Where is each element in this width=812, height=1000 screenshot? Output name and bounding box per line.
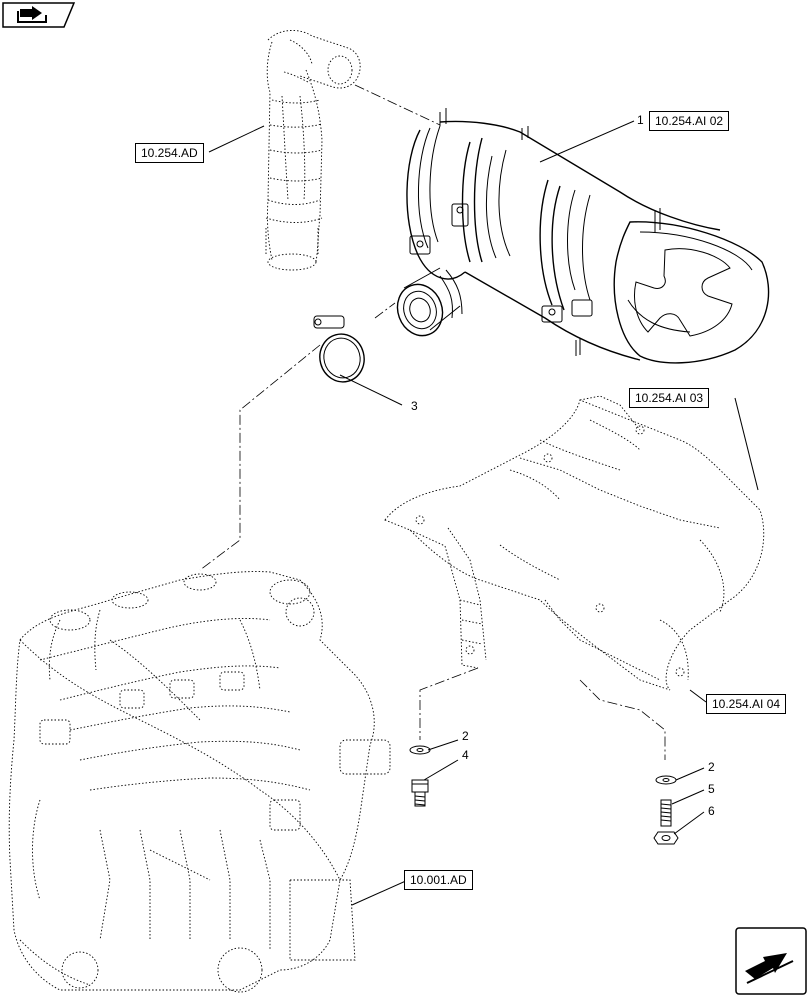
callout-2-right: 2: [708, 760, 715, 774]
engine-block: [8, 571, 391, 993]
washer-left: [409, 745, 431, 755]
callout-2-left: 2: [462, 729, 469, 743]
book-arrow-icon[interactable]: [2, 2, 76, 28]
callout-4: 4: [462, 748, 469, 762]
stud-right: [660, 799, 672, 827]
reference-10-001-ad[interactable]: 10.001.AD: [404, 870, 473, 890]
washer-right: [655, 775, 677, 785]
turbo-outlet-hose: [265, 30, 361, 271]
exhaust-filter-assembly: [396, 108, 770, 364]
callout-1: 1: [637, 113, 644, 127]
reference-10-254-ai-02[interactable]: 10.254.AI 02: [649, 111, 730, 131]
bolt-left: [411, 779, 429, 807]
callout-6: 6: [708, 804, 715, 818]
reference-10-254-ad[interactable]: 10.254.AD: [135, 143, 204, 163]
reference-10-254-ai-04[interactable]: 10.254.AI 04: [706, 694, 787, 714]
callout-3: 3: [411, 399, 418, 413]
leader-lines: [208, 120, 759, 906]
nut-right: [653, 831, 679, 845]
support-bracket: [384, 395, 765, 691]
next-arrow-icon[interactable]: [735, 927, 807, 995]
band-clamp: [313, 315, 365, 383]
callout-5: 5: [708, 782, 715, 796]
reference-10-254-ai-03[interactable]: 10.254.AI 03: [629, 388, 710, 408]
